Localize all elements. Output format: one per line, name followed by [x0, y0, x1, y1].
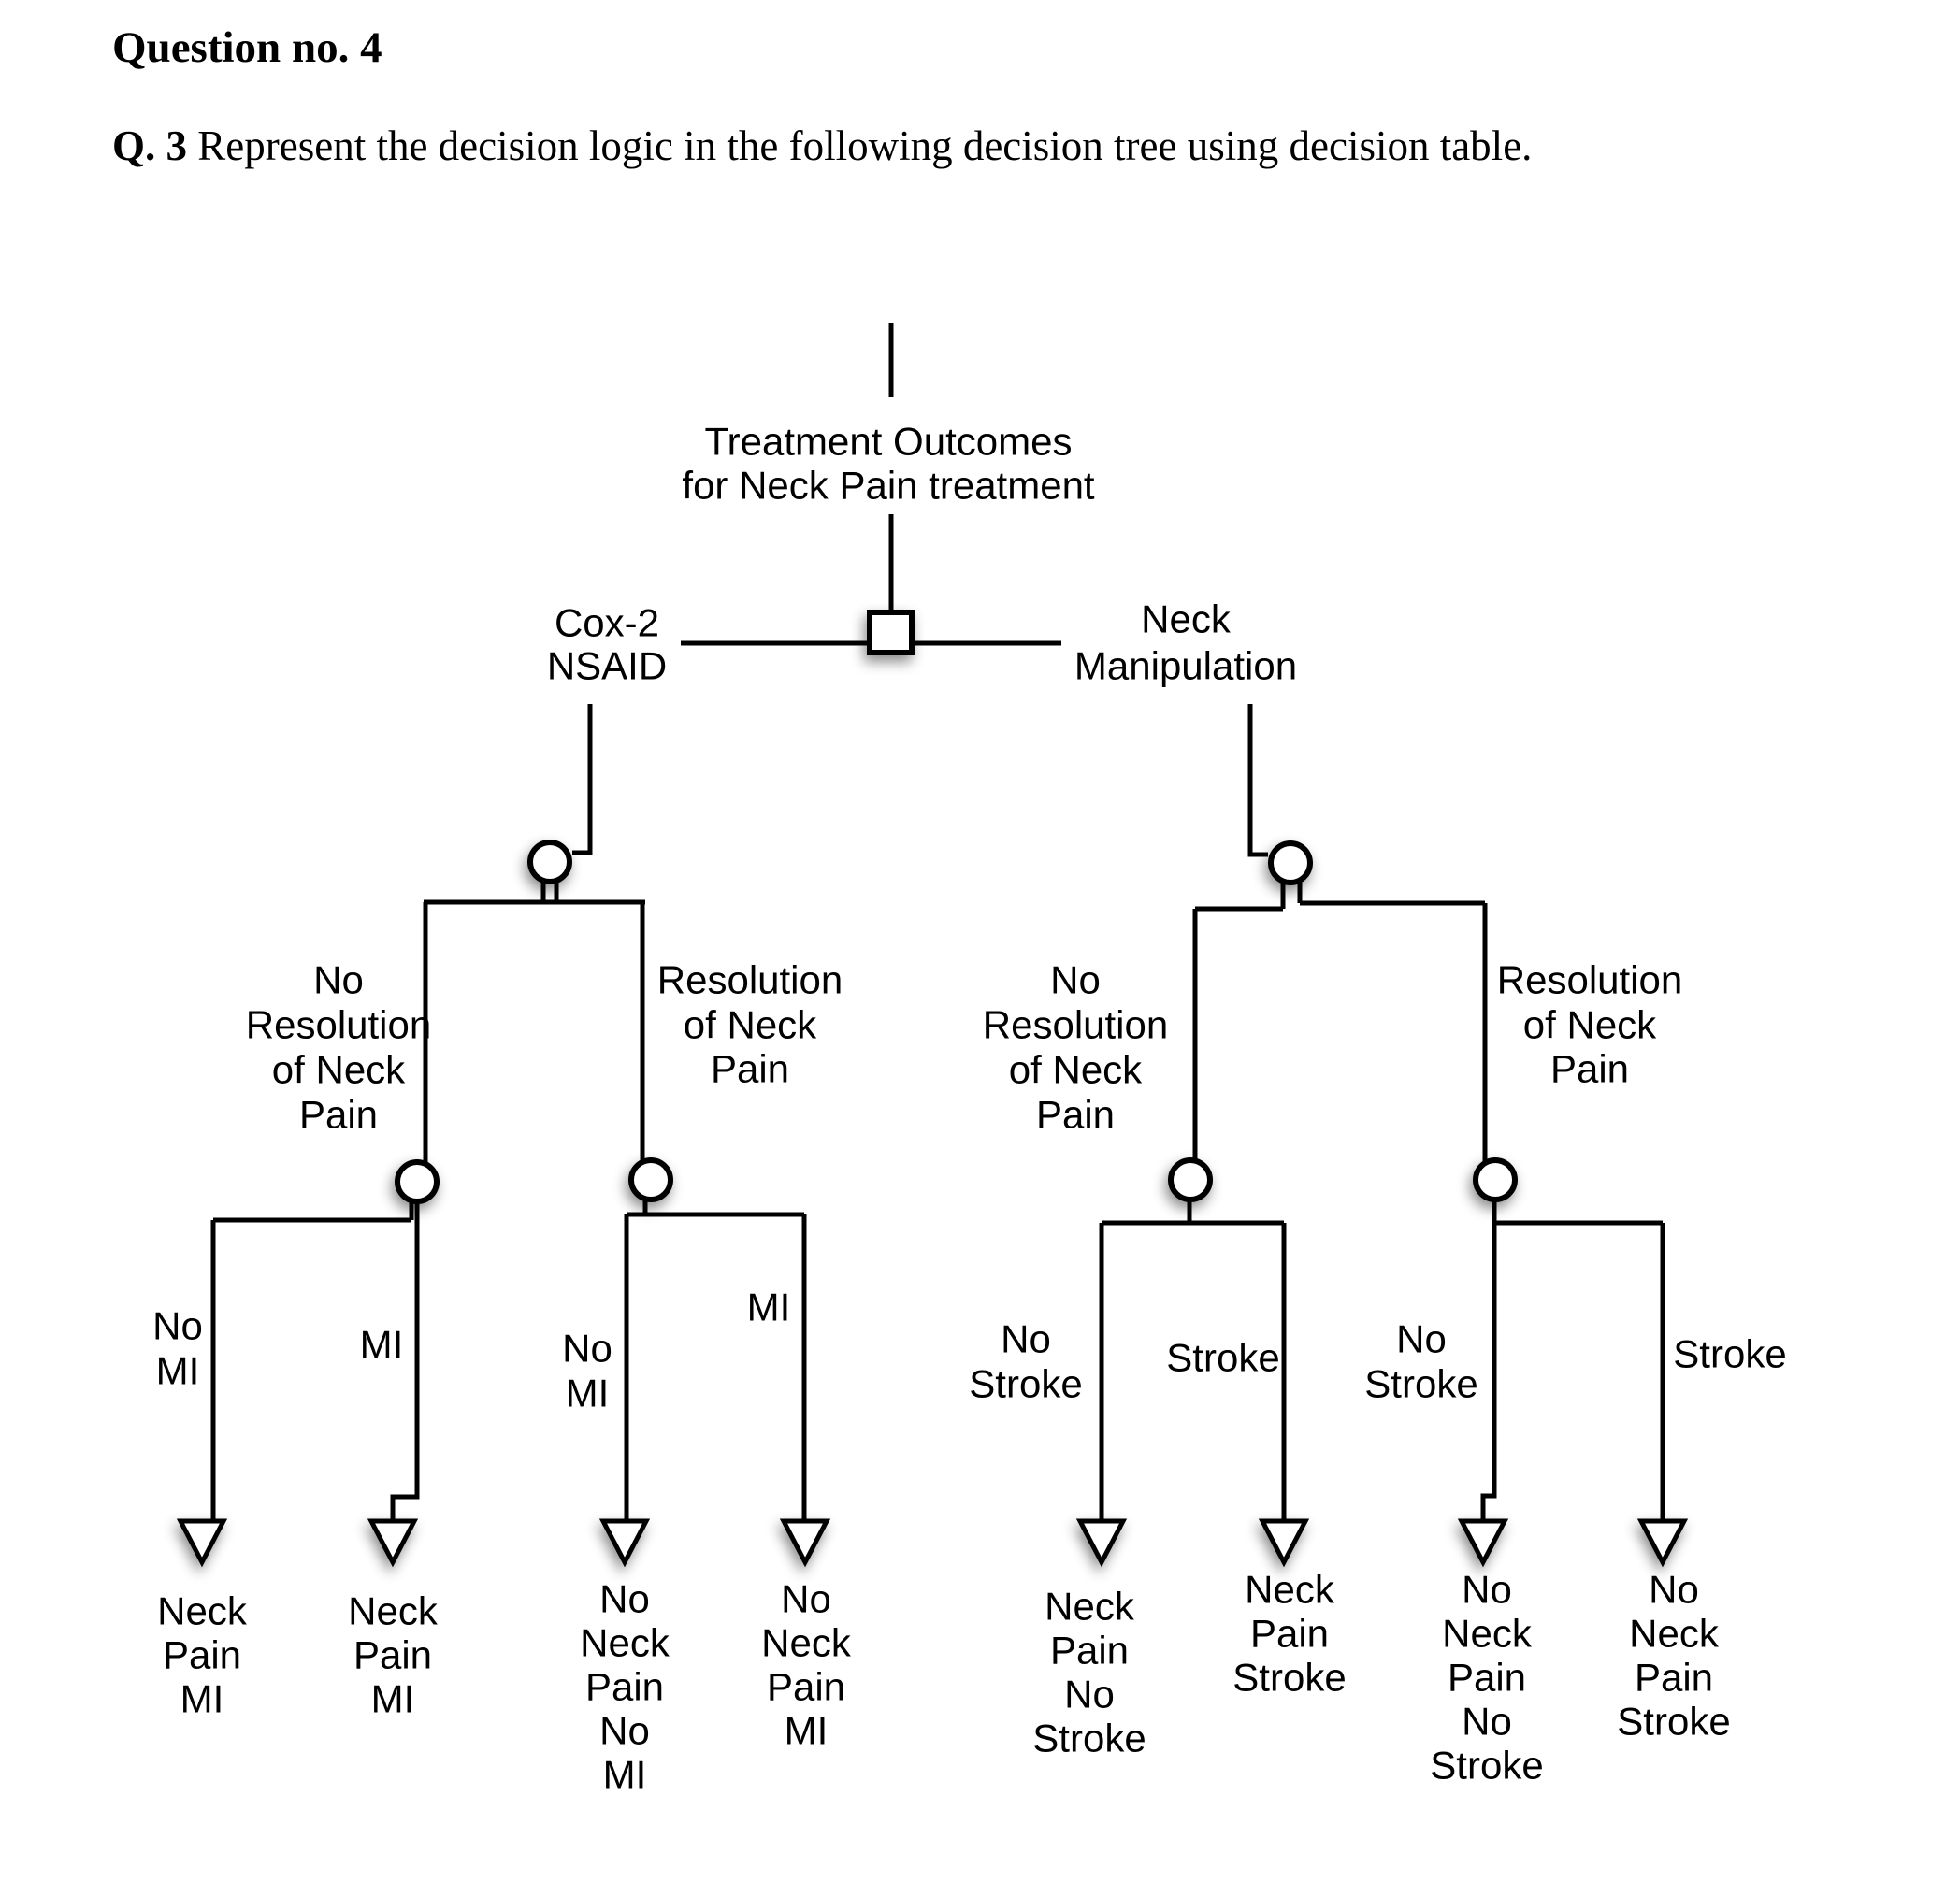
- branch-label-no-mi-2-line-1: No: [562, 1327, 612, 1371]
- branch-label-no-resolution-left-line-1: No: [313, 958, 364, 1002]
- outcome-label-no-neck-pain-no-stroke-line-4: No: [1462, 1700, 1512, 1744]
- outcome-label-no-neck-pain-stroke-line-1: No: [1649, 1568, 1699, 1612]
- outcome-label-no-neck-pain-mi-line-3: Pain: [767, 1665, 845, 1709]
- outcome-label-neck-pain-mi-2-line-1: Neck: [348, 1589, 439, 1633]
- branch-label-no-resolution-left-line-4: Pain: [299, 1093, 378, 1137]
- page-heading: Question no. 4: [112, 23, 382, 72]
- question-text: Represent the decision logic in the foll…: [187, 122, 1533, 169]
- branch-label-no-stroke-2-line-2: Stroke: [1364, 1362, 1477, 1406]
- branch-label-mi-2-line-1: MI: [747, 1286, 791, 1329]
- branch-label-neck-manipulation-line-1: Neck: [1141, 597, 1232, 641]
- chance-node-cox2-resolution: [628, 1157, 673, 1202]
- branch-label-no-resolution-right-line-3: of Neck: [1009, 1048, 1143, 1092]
- outcome-label-neck-pain-mi-1-line-3: MI: [180, 1677, 224, 1721]
- outcome-label-neck-pain-stroke-line-2: Pain: [1250, 1612, 1329, 1656]
- branch-label-mi-1-line-1: MI: [360, 1323, 404, 1367]
- branch-label-no-stroke-1-line-1: No: [1001, 1317, 1051, 1361]
- outcome-label-neck-pain-stroke-line-1: Neck: [1245, 1568, 1335, 1612]
- terminal-neck-pain-mi-2: [367, 1518, 419, 1568]
- edge-no-stroke-2: [1480, 1200, 1497, 1523]
- tree-nodes: [176, 610, 1689, 1568]
- outcome-label-no-neck-pain-no-mi-line-4: No: [599, 1709, 650, 1753]
- root-title-line-2: for Neck Pain treatment: [682, 464, 1095, 508]
- terminal-neck-pain-stroke: [1258, 1518, 1310, 1568]
- chance-node-manipulation: [1268, 840, 1313, 885]
- outcome-label-no-neck-pain-no-mi-line-1: No: [599, 1577, 650, 1621]
- outcome-label-no-neck-pain-no-mi-line-3: Pain: [585, 1665, 664, 1709]
- outcome-label-no-neck-pain-stroke-line-3: Pain: [1635, 1656, 1713, 1700]
- branch-label-resolution-left-line-1: Resolution: [657, 958, 843, 1002]
- branch-label-cox2-line-1: Cox-2: [555, 601, 659, 645]
- edge-mi-1: [390, 1201, 420, 1523]
- outcome-label-no-neck-pain-no-mi-line-2: Neck: [580, 1621, 670, 1665]
- branch-label-neck-manipulation-line-2: Manipulation: [1074, 644, 1297, 688]
- terminal-no-neck-pain-no-mi: [598, 1518, 651, 1568]
- chance-node-cox2-no-resolution: [395, 1159, 440, 1204]
- terminal-neck-pain-no-stroke: [1075, 1518, 1128, 1568]
- outcome-label-neck-pain-no-stroke-line-4: Stroke: [1032, 1717, 1146, 1760]
- branch-label-no-mi-1-line-1: No: [152, 1304, 203, 1348]
- branch-label-no-resolution-right-line-2: Resolution: [983, 1003, 1168, 1047]
- terminal-neck-pain-mi-1: [176, 1518, 228, 1568]
- branch-label-no-stroke-1-line-2: Stroke: [969, 1362, 1082, 1406]
- outcome-label-no-neck-pain-mi-line-4: MI: [785, 1709, 829, 1753]
- branch-label-no-mi-2-line-2: MI: [566, 1372, 610, 1415]
- branch-label-no-resolution-right-line-1: No: [1050, 958, 1101, 1002]
- branch-label-resolution-right-line-3: Pain: [1550, 1047, 1629, 1091]
- outcome-label-neck-pain-no-stroke-line-1: Neck: [1045, 1585, 1135, 1629]
- question-number: Q. 3: [112, 122, 188, 169]
- outcome-label-no-neck-pain-stroke-line-4: Stroke: [1617, 1700, 1730, 1744]
- chance-node-manip-no-resolution: [1168, 1157, 1213, 1202]
- branch-label-resolution-right-line-2: of Neck: [1523, 1003, 1657, 1047]
- branch-label-resolution-right-line-1: Resolution: [1497, 958, 1682, 1002]
- branch-label-resolution-left-line-3: Pain: [711, 1047, 789, 1091]
- edge-cox2-vertical: [572, 704, 593, 855]
- outcome-label-no-neck-pain-mi-line-2: Neck: [761, 1621, 852, 1665]
- branch-label-no-mi-1-line-2: MI: [156, 1349, 200, 1393]
- outcome-label-neck-pain-stroke-line-3: Stroke: [1232, 1656, 1346, 1700]
- branch-label-cox2-line-2: NSAID: [547, 644, 667, 688]
- chance-node-cox2: [527, 840, 572, 884]
- question-line: Q. 3 Represent the decision logic in the…: [112, 122, 1532, 170]
- branch-label-stroke-2-line-1: Stroke: [1673, 1332, 1786, 1376]
- tree-edges: [210, 323, 1665, 1523]
- outcome-label-no-neck-pain-no-stroke-line-5: Stroke: [1430, 1744, 1543, 1788]
- terminal-no-neck-pain-no-stroke: [1457, 1518, 1509, 1568]
- outcome-label-neck-pain-no-stroke-line-3: No: [1064, 1673, 1115, 1717]
- root-title-line-1: Treatment Outcomes: [705, 420, 1073, 464]
- terminal-no-neck-pain-stroke: [1636, 1518, 1689, 1568]
- outcome-label-no-neck-pain-mi-line-1: No: [781, 1577, 831, 1621]
- outcome-label-neck-pain-mi-1-line-1: Neck: [157, 1589, 248, 1633]
- branch-label-no-stroke-2-line-1: No: [1396, 1317, 1447, 1361]
- outcome-label-no-neck-pain-stroke-line-2: Neck: [1629, 1612, 1720, 1656]
- branch-label-no-resolution-left-line-3: of Neck: [272, 1048, 406, 1092]
- branch-label-stroke-1-line-1: Stroke: [1166, 1336, 1279, 1380]
- chance-node-manip-resolution: [1473, 1157, 1518, 1202]
- outcome-label-no-neck-pain-no-stroke-line-3: Pain: [1448, 1656, 1526, 1700]
- decision-node: [867, 610, 915, 655]
- branch-label-no-resolution-right-line-4: Pain: [1036, 1093, 1115, 1137]
- outcome-label-neck-pain-mi-2-line-3: MI: [371, 1677, 415, 1721]
- outcome-label-no-neck-pain-no-stroke-line-1: No: [1462, 1568, 1512, 1612]
- terminal-no-neck-pain-mi: [779, 1518, 831, 1568]
- outcome-label-neck-pain-no-stroke-line-2: Pain: [1050, 1629, 1129, 1673]
- outcome-label-no-neck-pain-no-mi-line-5: MI: [603, 1753, 647, 1797]
- branch-label-resolution-left-line-2: of Neck: [684, 1003, 817, 1047]
- branch-label-no-resolution-left-line-2: Resolution: [246, 1003, 431, 1047]
- outcome-label-neck-pain-mi-1-line-2: Pain: [163, 1633, 241, 1677]
- outcome-label-neck-pain-mi-2-line-2: Pain: [353, 1633, 432, 1677]
- edge-manip-vertical: [1247, 704, 1268, 857]
- outcome-label-no-neck-pain-no-stroke-line-2: Neck: [1442, 1612, 1533, 1656]
